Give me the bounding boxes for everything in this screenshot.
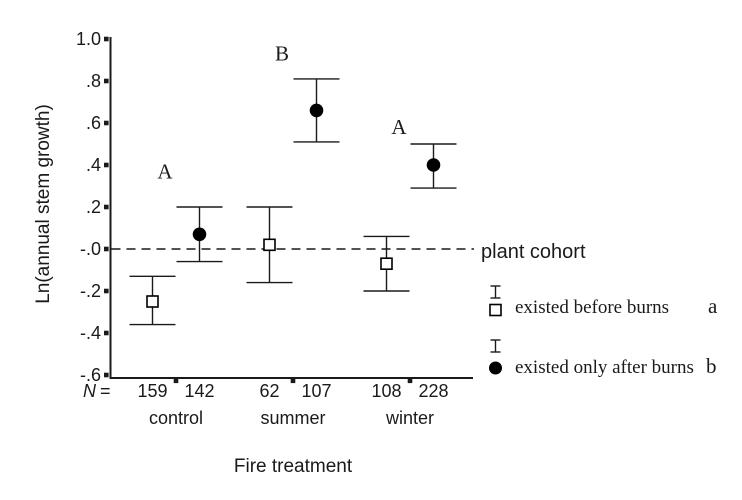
x-tick: [173, 378, 179, 384]
x-tick: [407, 378, 413, 384]
marker-open-square: [263, 238, 276, 252]
category-label: summer: [260, 408, 325, 428]
y-tick: [104, 78, 109, 84]
y-tick-label: 1.0: [76, 29, 101, 49]
n-value: 159: [137, 381, 167, 401]
n-value: 108: [371, 381, 401, 401]
significance-letter: A: [391, 115, 407, 139]
y-tick: [104, 36, 109, 42]
significance-letter: B: [275, 42, 289, 66]
y-axis-title: Ln(annual stem growth): [33, 104, 54, 304]
legend-label-after-burns: existed only after burns: [515, 357, 694, 378]
y-tick-label: -.2: [80, 281, 101, 301]
y-tick: [104, 330, 109, 336]
marker-filled-circle: [309, 103, 324, 118]
n-label: N: [83, 381, 97, 401]
n-value: 62: [259, 381, 279, 401]
y-tick: [104, 204, 109, 210]
filled-circle-legend-icon: [489, 339, 502, 375]
y-tick-label: .6: [86, 113, 101, 133]
legend-letter-a: a: [708, 294, 718, 318]
n-value: 142: [184, 381, 214, 401]
n-value: 228: [418, 381, 448, 401]
n-value: 107: [301, 381, 331, 401]
legend-entry-before-burns: existed before burns a: [484, 276, 742, 326]
open-square-legend-icon: [489, 285, 502, 317]
x-tick: [290, 378, 296, 384]
marker-filled-circle: [192, 227, 207, 242]
significance-letter: A: [157, 159, 173, 183]
y-tick-label: .8: [86, 71, 101, 91]
n-equals: =: [100, 381, 111, 401]
legend-entry-after-burns: existed only after burns b: [484, 330, 742, 380]
marker-open-square: [146, 295, 159, 308]
y-tick: [104, 372, 109, 378]
y-tick-label: -.4: [80, 323, 101, 343]
error-bar-icon: [490, 285, 501, 299]
legend-label-before-burns: existed before burns: [515, 297, 670, 318]
y-tick: [104, 246, 109, 252]
y-tick: [104, 120, 109, 126]
y-tick-label: -.6: [80, 365, 101, 385]
marker-open-square: [380, 257, 393, 271]
zero-line-label: plant cohort: [481, 241, 586, 263]
open-square-icon: [489, 303, 502, 317]
y-tick: [104, 162, 109, 168]
filled-circle-icon: [489, 361, 502, 375]
marker-filled-circle: [426, 158, 441, 172]
y-tick-label: -.0: [80, 239, 101, 259]
category-label: winter: [385, 408, 434, 428]
y-tick: [104, 288, 109, 294]
y-tick-label: .2: [86, 197, 101, 217]
category-label: control: [149, 408, 203, 428]
legend-letter-b: b: [706, 354, 717, 378]
x-axis-title: Fire treatment: [233, 456, 353, 477]
y-tick-label: .4: [86, 155, 101, 175]
error-bar-icon: [490, 339, 501, 353]
